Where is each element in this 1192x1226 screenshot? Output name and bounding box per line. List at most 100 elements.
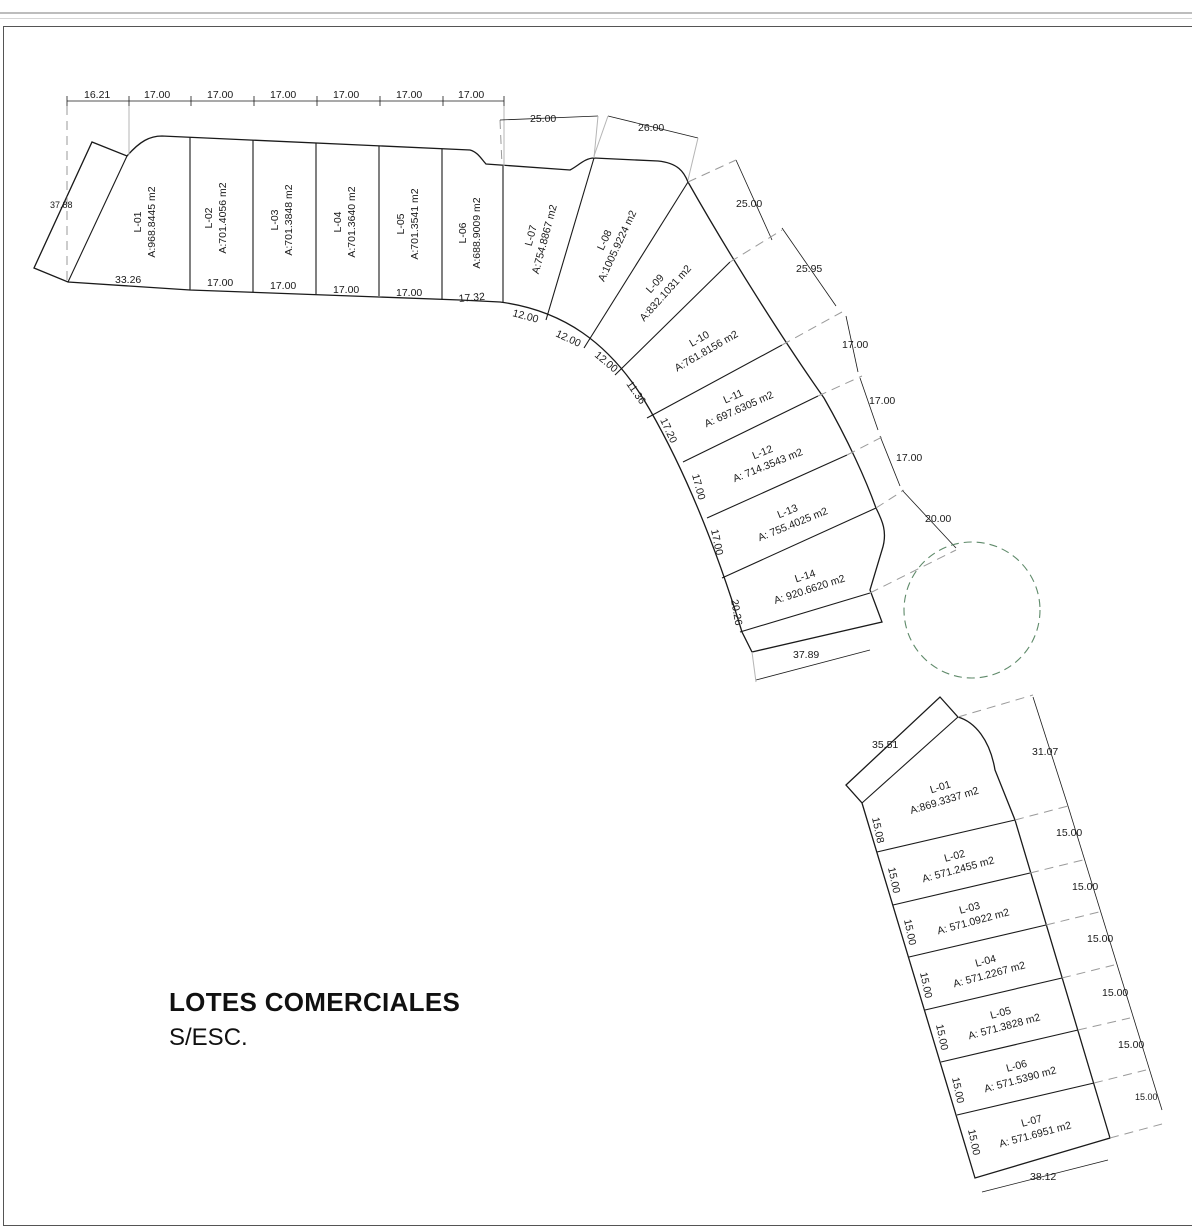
- svg-text:A:968.8445 m2: A:968.8445 m2: [146, 186, 158, 257]
- lot-label-a02: L-02 A:701.4056 m2: [203, 182, 229, 253]
- block-a-dividers: [67, 137, 877, 633]
- bottom-dim-13: 17.00: [708, 528, 725, 556]
- b-bottom-dim: 38.12: [1030, 1171, 1056, 1183]
- bottom-dim-10: 11.36: [624, 379, 649, 407]
- b-right-dim-2: 15.00: [1072, 881, 1098, 893]
- svg-text:L-07: L-07: [523, 224, 540, 248]
- site-plan: 16.21 17.00 17.00 17.00 17.00 17.00 17.0…: [33, 89, 1163, 1193]
- svg-text:L-01: L-01: [929, 779, 953, 797]
- lot-label-b06: L-06 A: 571.5390 m2: [983, 1058, 1058, 1095]
- svg-text:A:832.1031 m2: A:832.1031 m2: [637, 263, 694, 324]
- scale-label: S/ESC.: [169, 1024, 248, 1051]
- right-dim-6: 20.00: [925, 513, 951, 525]
- svg-text:L-05: L-05: [395, 213, 407, 234]
- lot-label-a14: L-14 A: 920.6620 m2: [772, 567, 846, 606]
- top-border: [0, 0, 1192, 26]
- dim-25a: 25.00: [530, 113, 556, 125]
- top-dim-7: 17.00: [458, 89, 484, 101]
- block-b-bottom-dim: 38.12: [981, 1159, 1109, 1193]
- end-dim: 37.89: [793, 649, 819, 661]
- svg-text:L-02: L-02: [943, 848, 967, 865]
- bottom-dim-8: 12.00: [554, 328, 583, 350]
- b-right-dim-1: 15.00: [1056, 827, 1082, 839]
- svg-text:L-04: L-04: [332, 211, 344, 232]
- svg-text:L-06: L-06: [457, 222, 469, 243]
- bottom-dim-5: 17.00: [396, 287, 422, 299]
- bottom-dim-14: 20.26: [728, 598, 744, 626]
- lot-label-a13: L-13 A: 755.4025 m2: [756, 502, 829, 544]
- block-b: 31.07 15.00 15.00 15.00 15.00 15.00 15.0…: [845, 694, 1163, 1193]
- svg-text:L-03: L-03: [958, 900, 982, 917]
- right-dim-1: 25.00: [736, 198, 762, 210]
- right-dim-2: 25.95: [796, 263, 822, 275]
- svg-text:L-02: L-02: [203, 207, 215, 228]
- block-a-lot-labels: L-01 A:968.8445 m2 L-02 A:701.4056 m2 L-…: [132, 182, 847, 607]
- cul-de-sac-circle: [903, 541, 1041, 679]
- right-top-dim: 31.07: [1032, 746, 1058, 758]
- b-left-dim-6: 15.00: [949, 1076, 966, 1104]
- svg-text:A:701.4056 m2: A:701.4056 m2: [217, 182, 229, 253]
- lot-label-b05: L-05 A: 571.3828 m2: [967, 1005, 1042, 1042]
- lot-label-a07: L-07 A:754.8867 m2: [523, 203, 560, 275]
- top-dim-4: 17.00: [270, 89, 296, 101]
- bottom-dim-4: 17.00: [333, 284, 359, 296]
- block-b-dividers: [861, 716, 1095, 1116]
- b-left-dim-2: 15.00: [885, 866, 902, 894]
- block-a: 16.21 17.00 17.00 17.00 17.00 17.00 17.0…: [33, 89, 1041, 683]
- left-dim: 37.88: [50, 200, 73, 210]
- svg-text:L-06: L-06: [1005, 1058, 1029, 1075]
- block-a-top-dims: 16.21 17.00 17.00 17.00 17.00 17.00 17.0…: [66, 89, 505, 282]
- bottom-dim-2: 17.00: [207, 277, 233, 289]
- lot-label-b02: L-02 A: 571.2455 m2: [921, 848, 996, 885]
- svg-text:L-04: L-04: [974, 953, 998, 970]
- lot-label-b01: L-01 A:869.3337 m2: [909, 779, 981, 817]
- top-dim-1: 16.21: [84, 89, 110, 101]
- b-right-dim-5: 15.00: [1118, 1039, 1144, 1051]
- top-dim-6: 17.00: [396, 89, 422, 101]
- block-b-left-dims: 15.08 15.00 15.00 15.00 15.00 15.00 15.0…: [869, 816, 982, 1156]
- lot-label-a10: L-10 A:761.8156 m2: [673, 328, 741, 374]
- lot-label-b03: L-03 A: 571.0922 m2: [936, 900, 1011, 937]
- b-left-dim-4: 15.00: [917, 971, 934, 999]
- lot-label-b07: L-07 A: 571.6951 m2: [998, 1113, 1073, 1150]
- bottom-dim-11: 17.20: [657, 416, 679, 445]
- block-a-bottom-dims: 33.26 17.00 17.00 17.00 17.00 17.32 12.0…: [115, 274, 744, 627]
- b-left-dim-7: 15.00: [965, 1128, 982, 1156]
- svg-text:L-05: L-05: [989, 1005, 1013, 1022]
- block-a-end-dim: 37.89: [751, 649, 871, 683]
- block-b-outline: [845, 696, 1111, 1179]
- b-right-dim-3: 15.00: [1087, 933, 1113, 945]
- lot-label-a08: L-08 A:1005.9224 m2: [595, 209, 639, 284]
- bottom-dim-12: 17.00: [689, 473, 707, 502]
- right-dim-5: 17.00: [896, 452, 922, 464]
- bottom-dim-3: 17.00: [270, 280, 296, 292]
- top-dim-5: 17.00: [333, 89, 359, 101]
- b-left-dim-3: 15.00: [901, 918, 918, 946]
- svg-text:L-01: L-01: [132, 211, 144, 232]
- bottom-dim-1: 33.26: [115, 274, 141, 286]
- lot-label-a12: L-12 A: 714.3543 m2: [731, 443, 804, 485]
- bottom-dim-6: 17.32: [458, 291, 485, 305]
- b-right-dim-4: 15.00: [1102, 987, 1128, 999]
- svg-text:L-03: L-03: [269, 209, 281, 230]
- svg-text:A:701.3848 m2: A:701.3848 m2: [283, 184, 295, 255]
- lot-label-a01: L-01 A:968.8445 m2: [132, 186, 158, 257]
- b-right-dim-6: 15.00: [1135, 1092, 1158, 1102]
- svg-text:A:701.3640 m2: A:701.3640 m2: [346, 186, 358, 257]
- block-b-top-dim: 35.51: [872, 739, 898, 751]
- lot-label-a05: L-05 A:701.3541 m2: [395, 188, 421, 259]
- page-title: LOTES COMERCIALES: [169, 987, 461, 1017]
- lot-label-a06: L-06 A:688.9009 m2: [457, 197, 483, 268]
- block-a-right-dims: 25.00 25.95 17.00 17.00 17.00 20.00: [687, 159, 957, 594]
- right-dim-4: 17.00: [869, 395, 895, 407]
- lot-label-a04: L-04 A:701.3640 m2: [332, 186, 358, 257]
- right-dim-3: 17.00: [842, 339, 868, 351]
- svg-text:A:701.3541 m2: A:701.3541 m2: [409, 188, 421, 259]
- block-a-outline: [33, 135, 886, 653]
- b-left-dim-5: 15.00: [933, 1023, 950, 1051]
- top-dim-2: 17.00: [144, 89, 170, 101]
- svg-text:L-07: L-07: [1020, 1113, 1044, 1130]
- bottom-dim-9: 12.00: [592, 349, 620, 375]
- b-top-dim: 35.51: [872, 739, 898, 751]
- block-b-right-dims: 31.07 15.00 15.00 15.00 15.00 15.00 15.0…: [957, 694, 1163, 1139]
